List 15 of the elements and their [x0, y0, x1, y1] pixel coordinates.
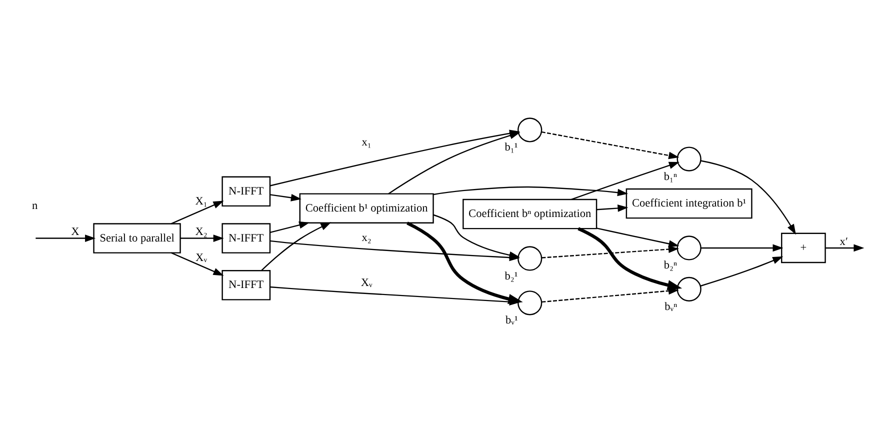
edge-label: X: [71, 226, 80, 238]
edge-label: Xᵥ: [360, 277, 372, 290]
node-label: b₁¹: [504, 142, 518, 154]
node-label: bᵥⁿ: [664, 300, 678, 313]
node-label: b₂¹: [504, 270, 518, 282]
node-label: bᵥ¹: [505, 314, 518, 327]
edge-label: x₁: [362, 136, 372, 148]
node-label: b₂ⁿ: [664, 260, 678, 272]
edge-label: Xᵥ: [196, 252, 208, 264]
edge-label: x′: [840, 236, 848, 248]
node-label: b₁ⁿ: [664, 170, 678, 183]
edge-label: X₂: [195, 226, 208, 238]
edge-label: x₂: [362, 232, 372, 244]
edge-label: X₁: [195, 195, 208, 208]
label: n: [32, 200, 38, 212]
